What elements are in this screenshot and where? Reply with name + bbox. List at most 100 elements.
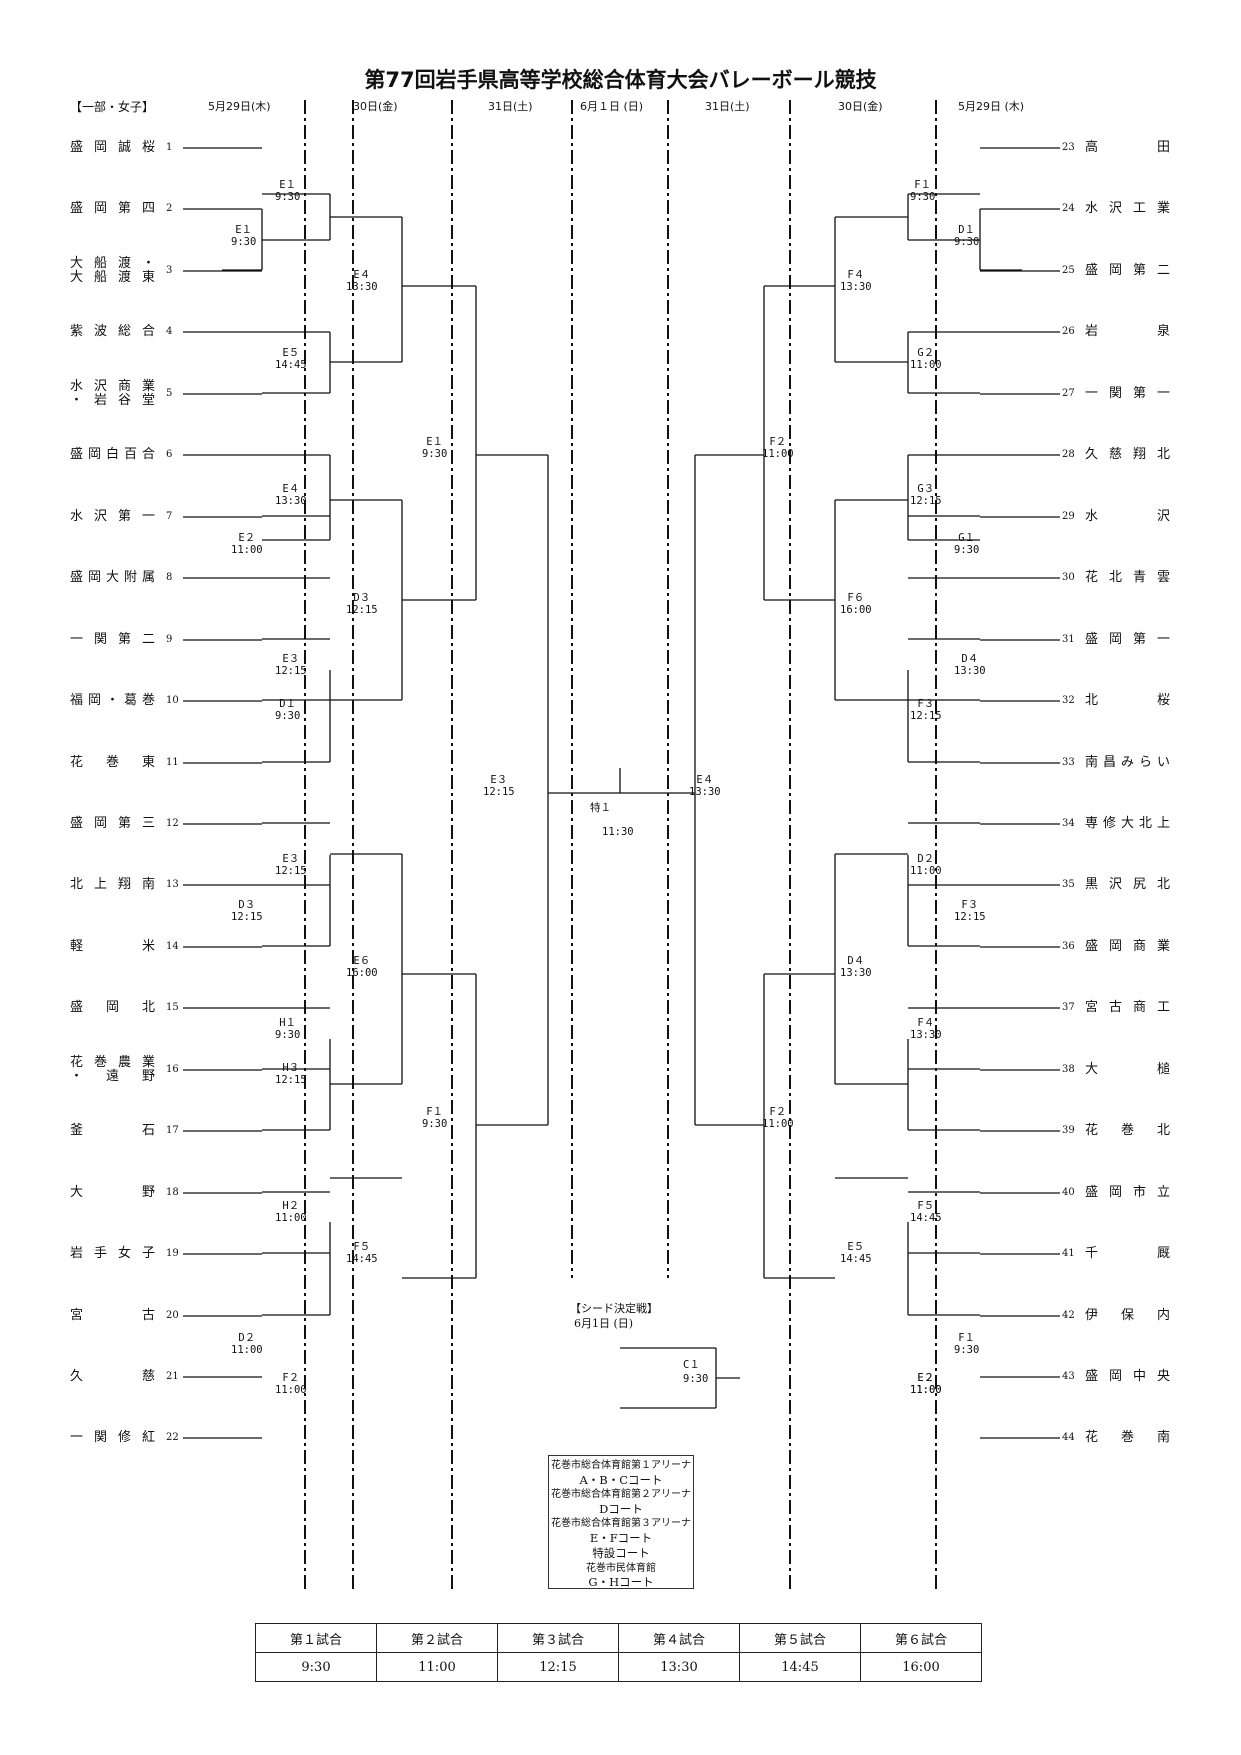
team-number: 13	[166, 879, 179, 890]
match-time: 9:30	[954, 236, 980, 249]
venue-hall-3: 花巻市総合体育館第３アリーナ	[551, 1518, 691, 1530]
schedule-table: 第１試合 第２試合 第３試合 第４試合 第５試合 第６試合 9:30 11:00…	[255, 1623, 982, 1682]
team-number: 1	[166, 142, 173, 153]
match-code: E４	[282, 483, 300, 495]
team-number: 14	[166, 941, 179, 952]
match-time: 13:30	[275, 495, 307, 508]
team-right-40: 盛岡市立	[1085, 1185, 1170, 1200]
venue-courts-1: A・B・Cコート	[579, 1472, 663, 1487]
match-code: E５	[847, 1241, 865, 1253]
date-left-1: 30日(金)	[353, 100, 398, 113]
team-number: 34	[1062, 818, 1075, 829]
match-time: 11:00	[910, 1384, 942, 1397]
team-right-23: 高田	[1085, 140, 1170, 155]
team-left-21: 久慈	[70, 1369, 155, 1384]
match-time: 11:00	[910, 865, 942, 878]
venue-courts-2: Dコート	[599, 1501, 643, 1516]
team-number: 32	[1062, 695, 1075, 706]
match-time: 9:30	[231, 236, 257, 249]
match-code: F１	[958, 1332, 976, 1344]
team-left-19: 岩手女子	[70, 1246, 155, 1261]
match-code: E３	[490, 774, 508, 786]
team-number: 4	[166, 326, 173, 337]
match-time: 12:15	[231, 911, 263, 924]
venue-hall-1: 花巻市総合体育館第１アリーナ	[551, 1460, 691, 1471]
match-time: 13:30	[954, 665, 986, 678]
team-left-3: 大船渡・大船渡東	[70, 256, 155, 285]
seed-match-time: 9:30	[683, 1373, 709, 1385]
team-right-39: 花巻北	[1085, 1123, 1170, 1138]
team-number: 17	[166, 1125, 179, 1136]
date-right-2: 5月29日 (木)	[958, 100, 1025, 113]
team-number: 30	[1062, 572, 1075, 583]
match-code: D３	[238, 899, 256, 911]
match-code: F４	[917, 1017, 935, 1029]
team-right-38: 大槌	[1085, 1062, 1170, 1077]
team-right-30: 花北青雲	[1085, 570, 1170, 585]
team-number: 12	[166, 818, 179, 829]
team-number: 23	[1062, 142, 1075, 153]
match-time: 11:00	[762, 1118, 794, 1131]
match-time: 14:45	[275, 359, 307, 372]
team-number: 15	[166, 1002, 179, 1013]
match-code: G２	[917, 347, 935, 359]
team-right-24: 水沢工業	[1085, 201, 1170, 216]
team-number: 11	[166, 757, 179, 768]
team-left-6: 盛岡白百合	[70, 447, 155, 462]
match-code: H３	[282, 1062, 300, 1074]
match-code: D１	[958, 224, 976, 236]
team-number: 33	[1062, 757, 1075, 768]
match-code: E２	[917, 1372, 935, 1384]
match-time: 13:30	[346, 281, 378, 294]
venue-courts-5: G・Hコート	[588, 1575, 654, 1590]
schedule-header: 第３試合	[497, 1623, 619, 1653]
match-time: 12:15	[275, 665, 307, 678]
seed-date: 6月1日 (日)	[574, 1317, 634, 1330]
team-number: 27	[1062, 388, 1075, 399]
match-code: E４	[696, 774, 714, 786]
team-number: 40	[1062, 1187, 1075, 1198]
team-right-41: 千厩	[1085, 1246, 1170, 1261]
match-code: E３	[282, 653, 300, 665]
team-left-8: 盛岡大附属	[70, 570, 155, 585]
match-time: 9:30	[275, 1029, 301, 1042]
team-right-42: 伊保内	[1085, 1308, 1170, 1323]
schedule-header: 第２試合	[376, 1623, 498, 1653]
division-label: 【一部・女子】	[70, 100, 155, 114]
team-left-15: 盛岡北	[70, 1000, 155, 1015]
match-code: F１	[426, 1106, 444, 1118]
team-number: 31	[1062, 634, 1075, 645]
schedule-header-row: 第１試合 第２試合 第３試合 第４試合 第５試合 第６試合	[255, 1623, 982, 1653]
team-left-14: 軽米	[70, 939, 155, 954]
team-number: 18	[166, 1187, 179, 1198]
team-left-13: 北上翔南	[70, 877, 155, 892]
match-code: G１	[958, 532, 976, 544]
team-right-43: 盛岡中央	[1085, 1369, 1170, 1384]
match-time: 9:30	[275, 710, 301, 723]
match-time: 11:00	[910, 359, 942, 372]
match-time: 12:15	[910, 495, 942, 508]
schedule-time: 14:45	[739, 1652, 861, 1682]
match-time: 11:00	[275, 1212, 307, 1225]
team-number: 26	[1062, 326, 1075, 337]
team-right-26: 岩泉	[1085, 324, 1170, 339]
team-left-7: 水沢第一	[70, 509, 155, 524]
match-time: 12:15	[483, 786, 515, 799]
match-code: E５	[282, 347, 300, 359]
